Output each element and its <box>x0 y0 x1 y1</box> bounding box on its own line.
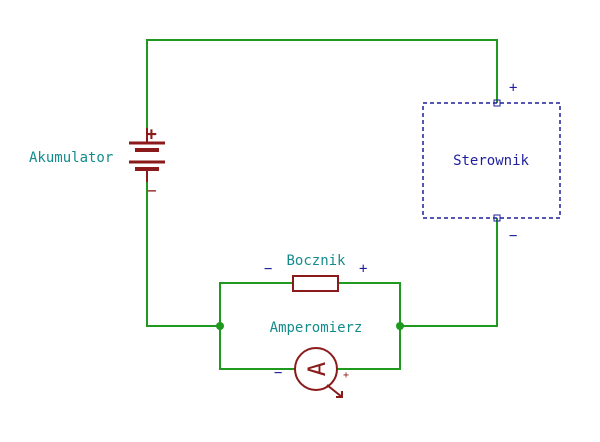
controller-minus-sign: − <box>509 228 517 244</box>
wire-meter-branch <box>219 326 295 370</box>
shunt-resistor <box>292 275 339 292</box>
wire-left-down <box>146 182 220 327</box>
battery-plus-sign: + <box>146 124 157 145</box>
ammeter-symbol-letter: A <box>303 361 331 376</box>
controller-label: Sterownik <box>453 153 529 169</box>
wire-top-loop <box>146 39 498 128</box>
battery-label: Akumulator <box>29 150 113 166</box>
ammeter-label: Amperomierz <box>270 320 363 336</box>
controller-pin-plus <box>493 99 501 107</box>
wire-shunt-branch <box>219 282 293 326</box>
wire-meter-branch-right <box>337 326 401 370</box>
battery-minus-sign: − <box>147 181 157 200</box>
junction-right <box>396 322 404 330</box>
ammeter-minus-sign: − <box>274 365 282 381</box>
battery-symbol <box>129 128 165 182</box>
ammeter-plus-sign: + <box>343 370 349 381</box>
shunt-label: Bocznik <box>286 253 346 269</box>
ammeter-arrow <box>326 384 343 398</box>
shunt-plus-sign: + <box>359 261 367 277</box>
controller-plus-sign: + <box>509 80 517 96</box>
wires <box>146 39 498 370</box>
wire-shunt-branch-right <box>338 282 401 326</box>
ammeter-symbol <box>294 347 343 398</box>
junction-left <box>216 322 224 330</box>
controller-pin-minus <box>493 214 501 222</box>
shunt-minus-sign: − <box>264 261 272 277</box>
wire-right-down <box>400 218 498 327</box>
